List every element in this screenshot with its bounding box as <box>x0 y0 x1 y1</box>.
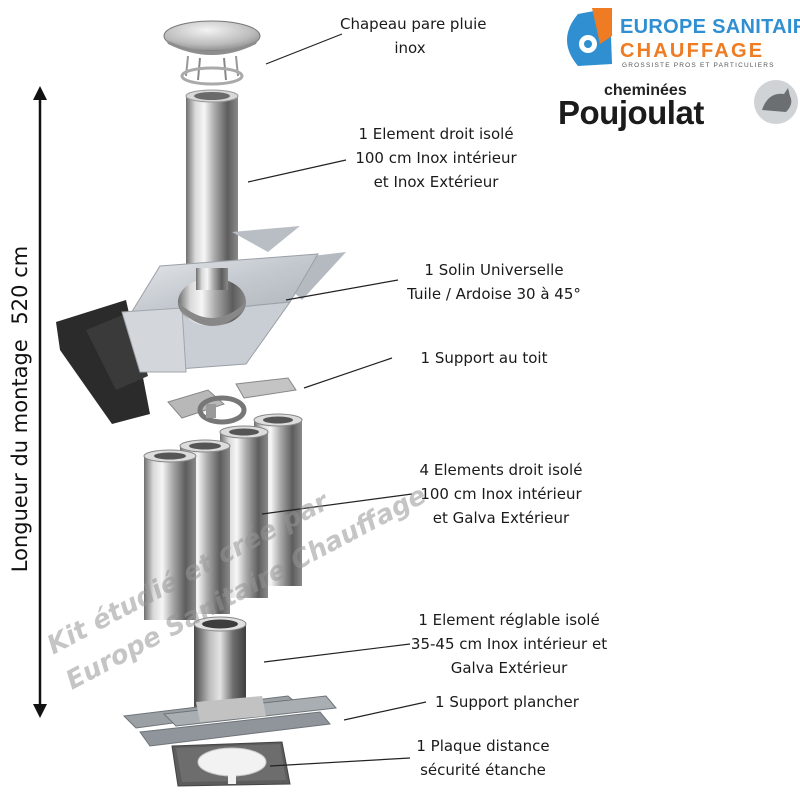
cat-icon <box>754 80 798 124</box>
poujoulat-small: cheminées <box>604 82 687 99</box>
vertical-length-label: Longueur du montage 520 cm <box>5 209 35 609</box>
logo-tagline: GROSSISTE PROS ET PARTICULIERS <box>622 62 775 69</box>
poujoulat-logo: cheminées Poujoulat <box>556 80 800 136</box>
top-straight-pipe <box>185 89 239 272</box>
logo-line-1: EUROPE SANITAIRE <box>620 16 800 38</box>
label-support-plancher: 1 Support plancher <box>435 693 579 711</box>
europe-sanitaire-logo: EUROPE SANITAIRE CHAUFFAGE GROSSISTE PRO… <box>552 8 800 72</box>
length-label-text: Longueur du montage <box>8 339 32 573</box>
leader-lines <box>247 33 427 767</box>
floor-support-part <box>122 695 337 747</box>
length-label-value: 520 cm <box>8 245 32 325</box>
label-support-toit: 1 Support au toit <box>420 349 548 367</box>
four-straight-pipes <box>143 413 303 620</box>
adjustable-pipe-part <box>193 616 247 708</box>
rain-cap-part <box>163 20 261 86</box>
europe-sanitaire-logo-mark <box>567 8 612 66</box>
flashing-part <box>56 226 346 424</box>
logo-line-2: CHAUFFAGE <box>620 40 765 62</box>
length-arrow <box>33 86 47 718</box>
distance-plate-part <box>171 741 291 787</box>
poujoulat-name: Poujoulat <box>558 94 704 131</box>
roof-support-part <box>167 377 297 425</box>
